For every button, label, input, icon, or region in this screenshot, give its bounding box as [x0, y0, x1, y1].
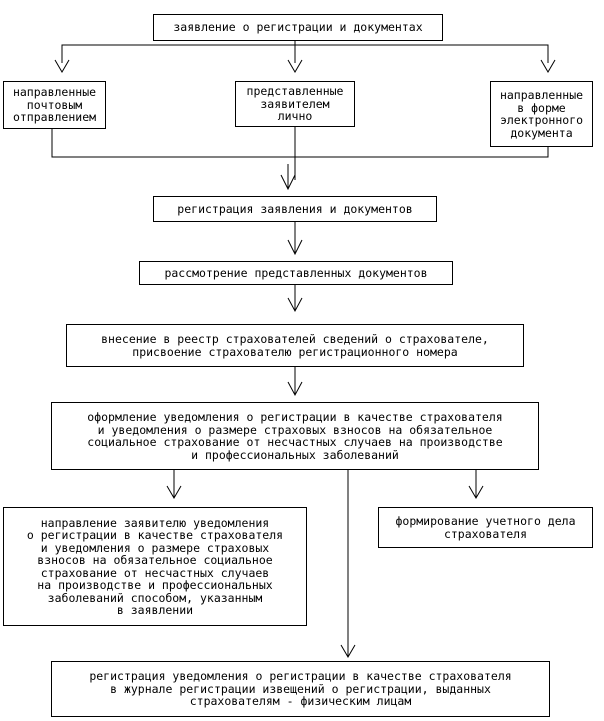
arrow-to-journal [340, 644, 356, 658]
arrow-to-send-notice [166, 485, 182, 499]
node-journal: регистрация уведомления о регистрации в … [51, 661, 550, 717]
node-review: рассмотрение представленных документов [139, 261, 453, 285]
node-registration: регистрация заявления и документов [153, 196, 437, 222]
arrow-to-mail-box [54, 59, 70, 73]
node-send-notice: направление заявителю уведомления о реги… [3, 507, 307, 626]
node-account-file: формирование учетного дела страхователя [378, 507, 593, 548]
node-registry-entry: внесение в реестр страхователей сведений… [66, 324, 524, 367]
node-application: заявление о регистрации и документах [153, 14, 443, 41]
node-by-mail: направленные почтовым отправлением [3, 81, 106, 129]
arrow-to-electronic-box [540, 59, 556, 73]
node-notice-preparation: оформление уведомления о регистрации в к… [51, 402, 539, 470]
node-electronic: направленные в форме электронного докуме… [490, 81, 593, 147]
node-in-person: представленные заявителем лично [235, 81, 355, 127]
arrow-to-account-file [468, 485, 484, 499]
arrow-to-person-box [287, 59, 303, 73]
connector-split-line [61, 44, 549, 63]
connector-merge-line [51, 128, 549, 158]
